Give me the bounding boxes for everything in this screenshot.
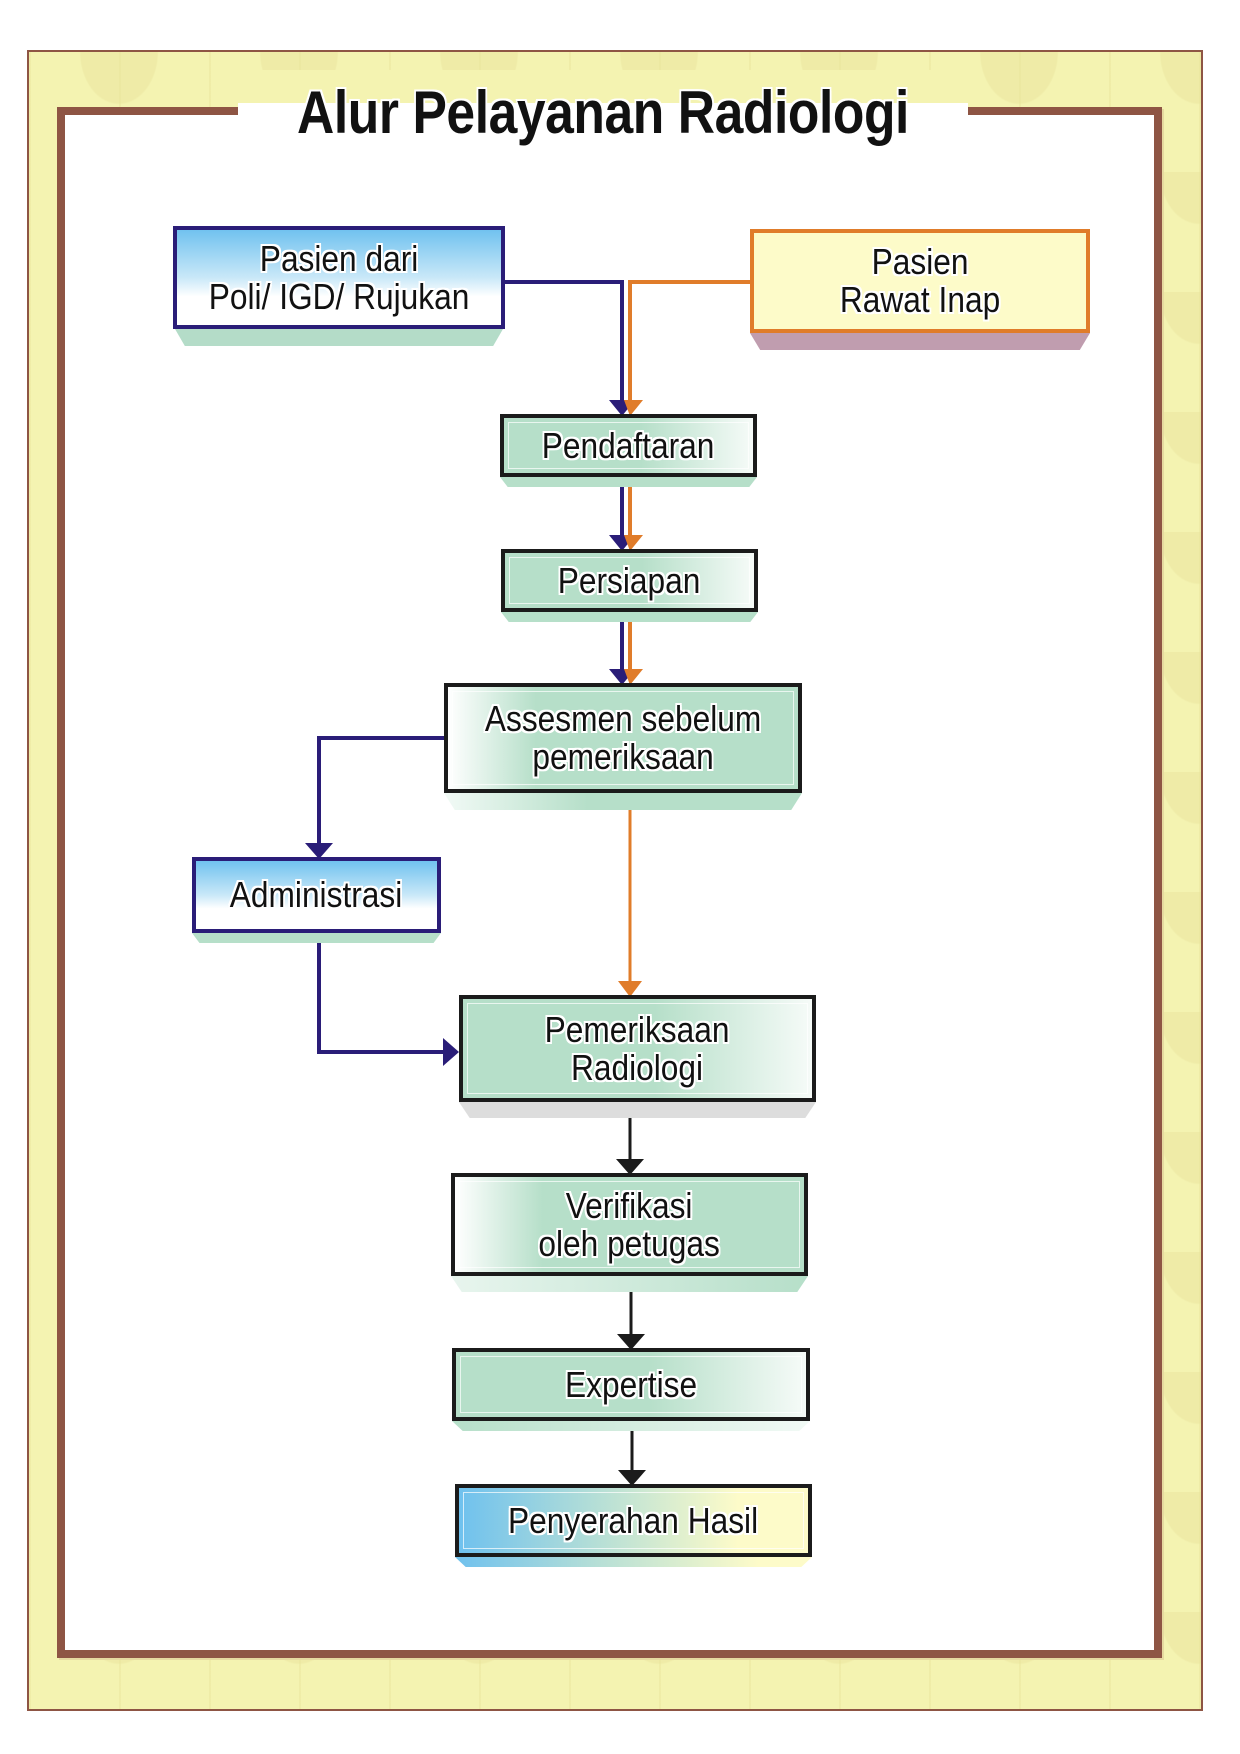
node-pasien-rawat-inap: Pasien Rawat Inap [750,229,1090,333]
node-administrasi: Administrasi [192,857,441,933]
node-expertise: Expertise [452,1348,810,1421]
box-shadow [444,793,802,810]
node-label: Persiapan [558,559,701,601]
box-shadow [175,329,503,346]
box-shadow [451,1276,808,1292]
box-shadow [455,1557,812,1567]
title-backdrop-lower [238,103,968,123]
node-label: Penyerahan Hasil [508,1499,759,1541]
node-label: Assesmen sebelum pemeriksaan [484,698,762,777]
node-label: Pasien dari Poli/ IGD/ Rujukan [208,237,470,317]
diagram-title: Alur Pelayanan Radiologi [297,79,909,146]
node-label: Administrasi [230,874,403,915]
box-shadow [500,477,757,487]
node-persiapan: Persiapan [501,549,758,612]
box-shadow [750,333,1090,350]
node-verifikasi-oleh-petugas: Verifikasi oleh petugas [451,1173,808,1276]
node-label: Pendaftaran [542,424,715,466]
box-shadow [501,612,758,622]
box-shadow [192,933,441,943]
box-shadow [459,1102,816,1118]
box-shadow [452,1421,810,1431]
node-penyerahan-hasil: Penyerahan Hasil [455,1484,812,1557]
title-container: Alur Pelayanan Radiologi [238,78,968,148]
node-label: Verifikasi oleh petugas [538,1184,721,1264]
node-pendaftaran: Pendaftaran [500,414,757,477]
node-label: Pasien Rawat Inap [839,241,1001,320]
node-label: Expertise [564,1363,698,1405]
node-pemeriksaan-radiologi: Pemeriksaan Radiologi [459,995,816,1102]
node-pasien-poli-igd-rujukan: Pasien dari Poli/ IGD/ Rujukan [173,226,505,329]
title-backdrop [238,70,968,107]
node-assesmen-sebelum-pemeriksaan: Assesmen sebelum pemeriksaan [444,683,802,793]
node-label: Pemeriksaan Radiologi [545,1008,730,1088]
